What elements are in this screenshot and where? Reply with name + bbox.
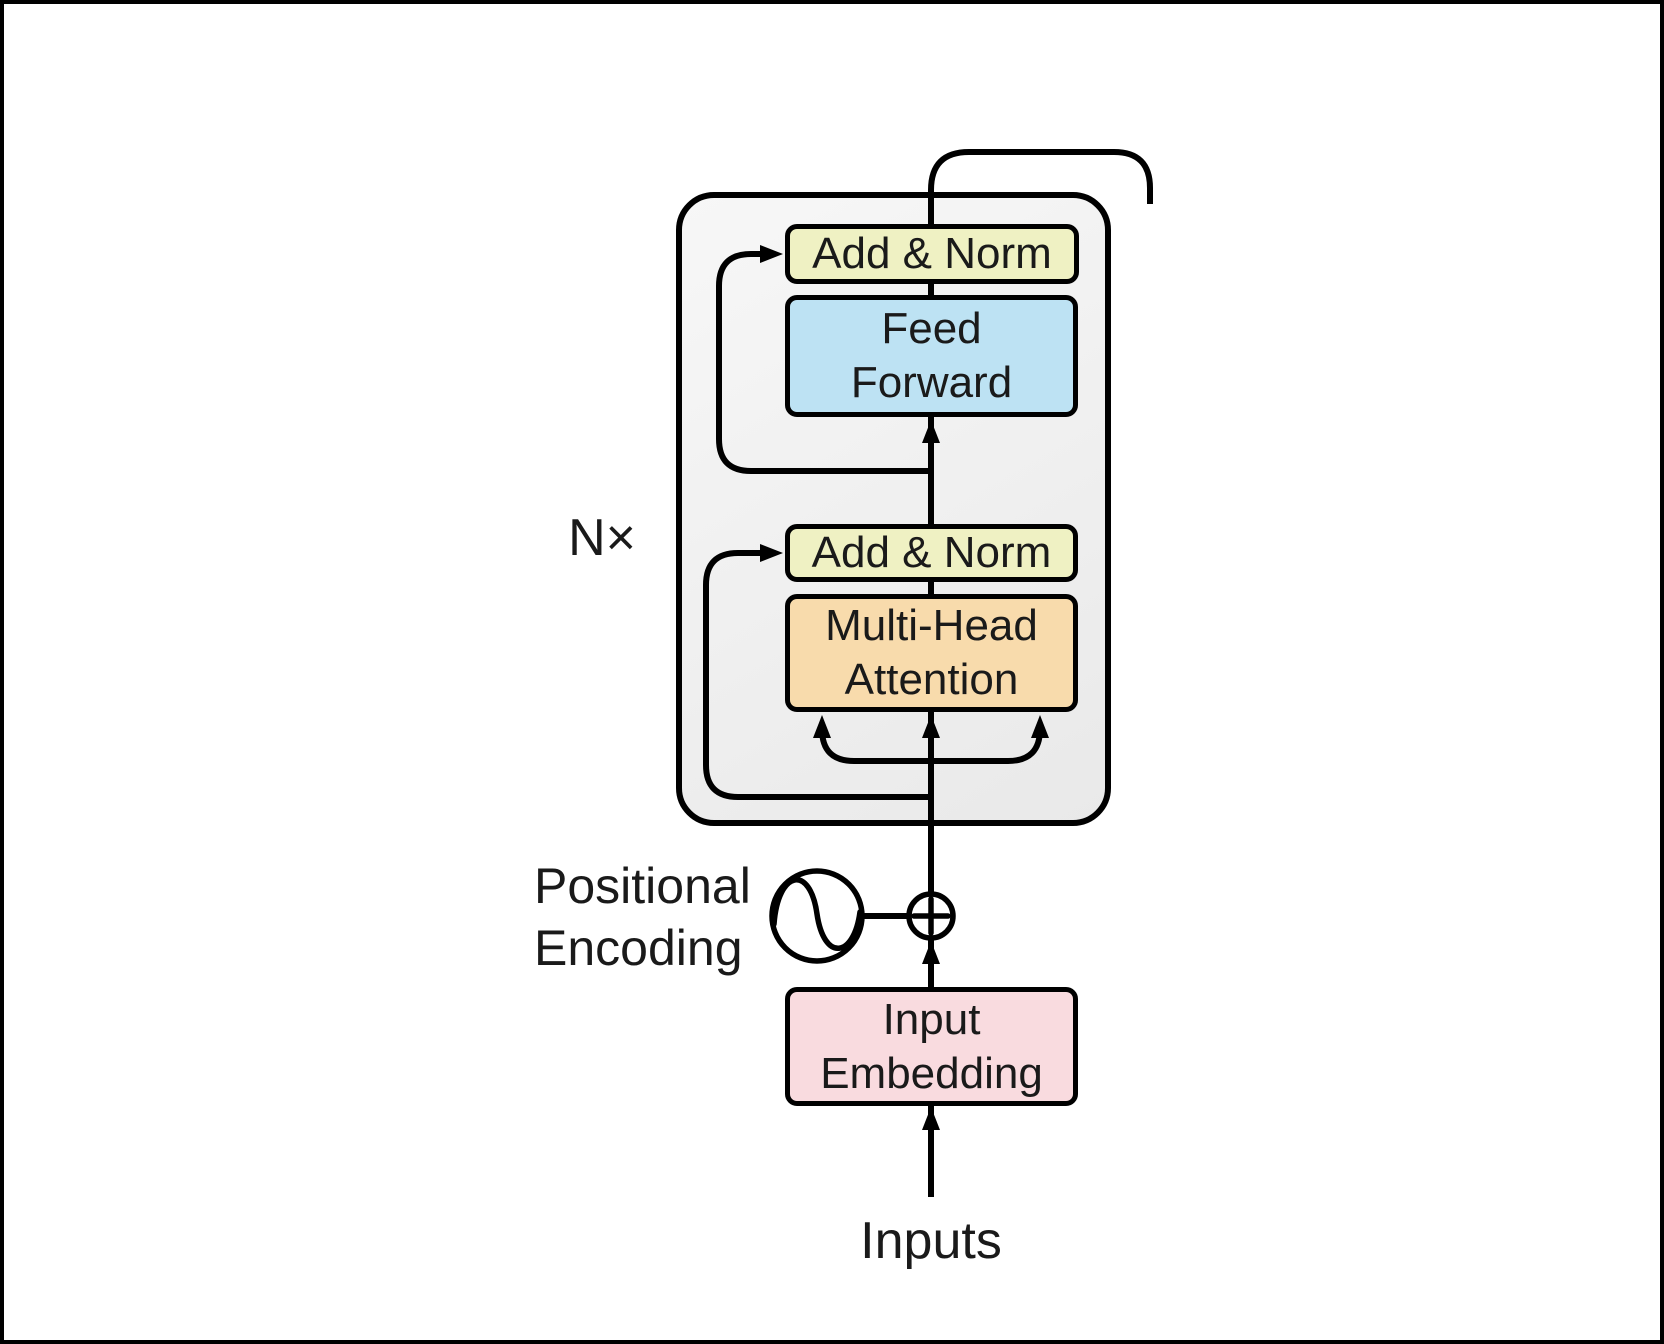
residual-connection-attention xyxy=(703,550,931,800)
arrow-into-add-norm-top xyxy=(760,245,783,263)
add-norm-top-label: Add & Norm xyxy=(812,229,1052,278)
positional-encoding-label-line1: Positional xyxy=(534,858,751,914)
repeat-count-label: N× xyxy=(568,509,636,567)
positional-encoding-icon xyxy=(769,868,865,964)
arrow-into-add-norm-bottom xyxy=(760,544,783,562)
add-norm-block-top: Add & Norm xyxy=(785,224,1079,284)
residual-connection-feed-forward xyxy=(716,251,931,474)
add-norm-bottom-label: Add & Norm xyxy=(811,528,1052,577)
add-icon xyxy=(906,891,956,941)
main-flow-line xyxy=(928,149,1153,1197)
arrow-into-feed-forward xyxy=(922,420,940,443)
connector-lines-layer xyxy=(703,149,1153,1197)
arrow-into-attention-right xyxy=(1031,715,1049,738)
multi-head-attention-block: Multi-Head Attention xyxy=(785,594,1078,712)
add-norm-block-bottom: Add & Norm xyxy=(785,524,1078,582)
feed-forward-block: Feed Forward xyxy=(785,295,1078,417)
positional-encoding-label-line2: Encoding xyxy=(534,920,743,976)
arrow-into-attention-center xyxy=(922,715,940,738)
arrow-into-input-embedding xyxy=(922,1107,940,1130)
arrow-into-attention-left xyxy=(813,715,831,738)
input-embedding-label-line1: Input xyxy=(882,994,981,1044)
inputs-label: Inputs xyxy=(860,1212,1002,1270)
input-embedding-block: Input Embedding xyxy=(785,987,1078,1106)
qkv-branch-left xyxy=(819,728,931,764)
feed-forward-label-line2: Forward xyxy=(850,358,1013,407)
multi-head-attention-label-line2: Attention xyxy=(844,655,1019,704)
positional-encoding-label: Positional Encoding xyxy=(534,855,764,979)
multi-head-attention-label-line1: Multi-Head xyxy=(825,601,1038,650)
feed-forward-label-line1: Feed xyxy=(881,304,982,353)
input-embedding-label-line2: Embedding xyxy=(820,1048,1043,1098)
qkv-branch-right xyxy=(931,728,1043,764)
arrow-into-add-circle xyxy=(922,941,940,964)
